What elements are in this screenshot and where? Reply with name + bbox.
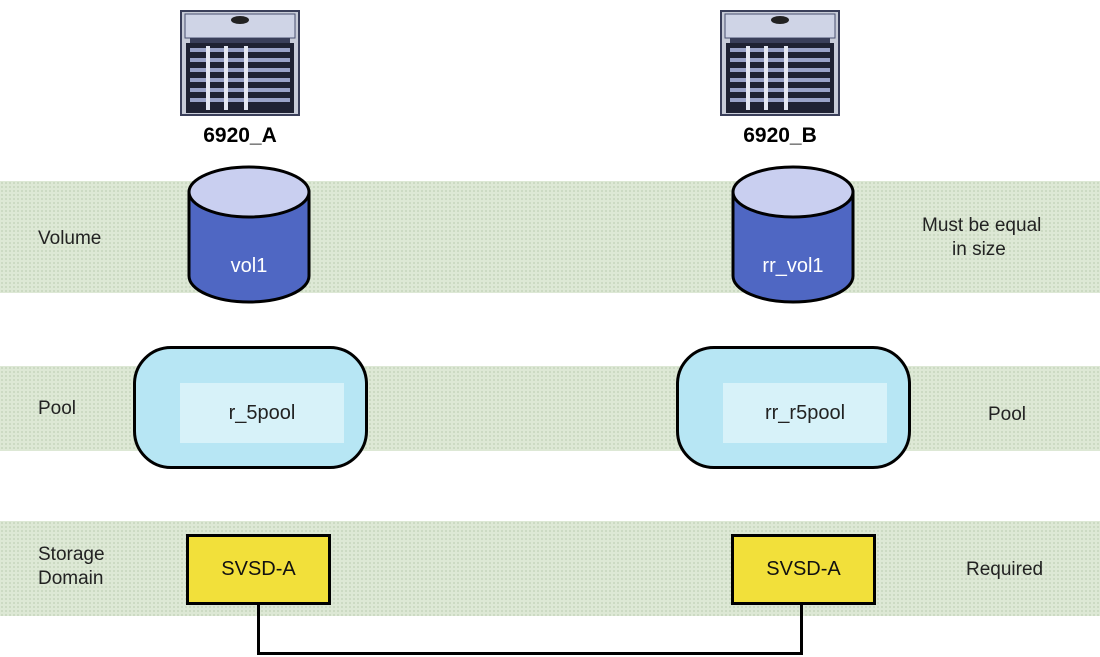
storage-domain-band <box>0 521 1100 616</box>
storage-domain-box-right: SVSD-A <box>731 534 876 605</box>
volume-band <box>0 181 1100 293</box>
device-name-left: 6920_A <box>203 124 277 147</box>
volume-label-right: rr_vol1 <box>762 255 824 277</box>
row-label-volume: Volume <box>38 228 102 249</box>
row-note-pool: Pool <box>988 404 1027 425</box>
row-note-volume-line2: in size <box>952 239 1006 260</box>
row-label-pool: Pool <box>38 398 77 419</box>
volume-cylinder-left <box>187 165 311 304</box>
row-label-storage-line1: Storage <box>38 544 105 565</box>
row-note-storage: Required <box>966 559 1044 580</box>
pool-label-left: r_5pool <box>180 383 344 443</box>
connector-line-left-vertical <box>257 605 260 655</box>
connector-line-horizontal <box>257 652 803 655</box>
connector-line-right-vertical <box>800 605 803 655</box>
storage-domain-box-left: SVSD-A <box>186 534 331 605</box>
device-name-right: 6920_B <box>743 124 817 147</box>
row-label-storage-line2: Domain <box>38 568 104 589</box>
storage-array-icon-left <box>180 10 300 116</box>
volume-label-left: vol1 <box>230 255 268 277</box>
pool-label-right: rr_r5pool <box>723 383 887 443</box>
row-note-volume-line1: Must be equal <box>922 215 1042 236</box>
volume-cylinder-right <box>731 165 855 304</box>
storage-array-icon-right <box>720 10 840 116</box>
